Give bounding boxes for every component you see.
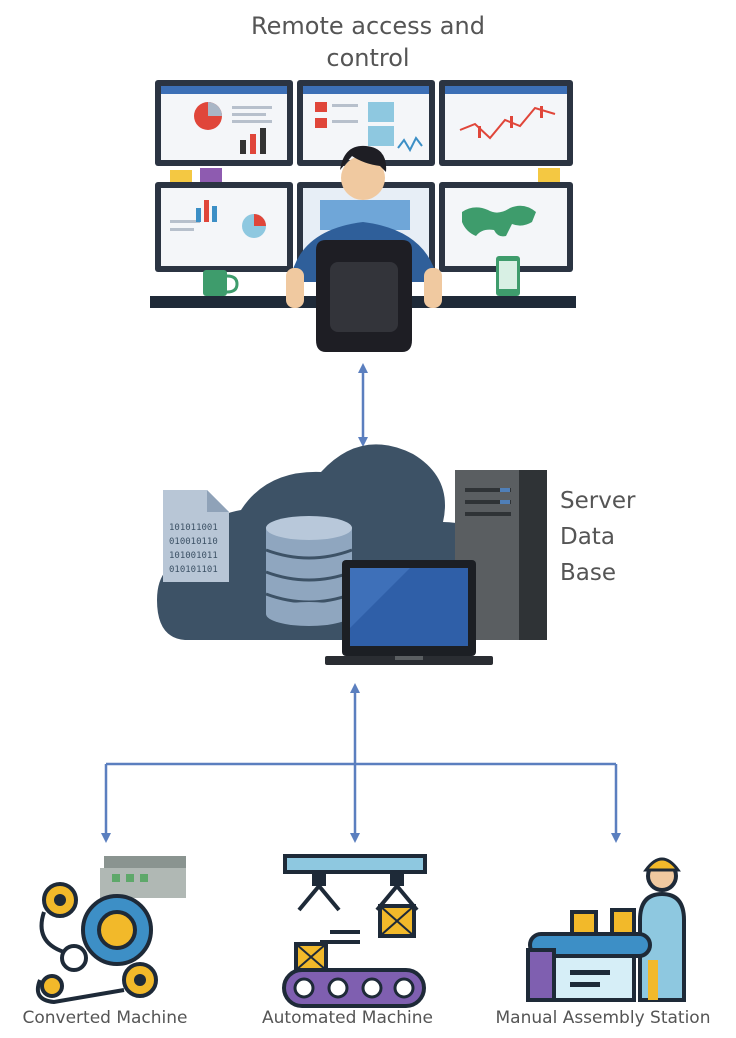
database-icon xyxy=(265,516,353,626)
conveyor-icon xyxy=(282,942,426,1008)
data-file-icon: 101011001 010010110 101001011 010101101 xyxy=(163,490,229,582)
binary-line-4: 010101101 xyxy=(169,565,218,575)
gears-icon xyxy=(35,856,186,1005)
binary-line-2: 010010110 xyxy=(169,537,218,547)
assembly-station-icon xyxy=(526,908,652,1002)
laptop-icon xyxy=(325,560,493,665)
server-tower-icon xyxy=(455,470,547,640)
converted-machine-label: Converted Machine xyxy=(22,1008,188,1028)
distribution-arrows xyxy=(101,683,621,843)
automated-machine-label: Automated Machine xyxy=(262,1008,433,1028)
binary-line-3: 101001011 xyxy=(169,551,218,561)
server-label-line1: Server xyxy=(560,488,636,514)
remote-title-line2: control xyxy=(326,44,410,72)
worker-icon xyxy=(638,857,686,1002)
remote-title-line1: Remote access and xyxy=(251,12,485,40)
robot-gripper-icon xyxy=(283,854,427,944)
remote-access-title: Remote access and control xyxy=(218,10,518,74)
server-label-line2: Data xyxy=(560,524,615,550)
operator-icon xyxy=(286,145,442,352)
binary-line-1: 101011001 xyxy=(169,523,218,533)
manual-assembly-station-label: Manual Assembly Station xyxy=(495,1008,711,1028)
server-database-label: Server Data Base xyxy=(560,483,670,591)
server-label-line3: Base xyxy=(560,560,617,586)
